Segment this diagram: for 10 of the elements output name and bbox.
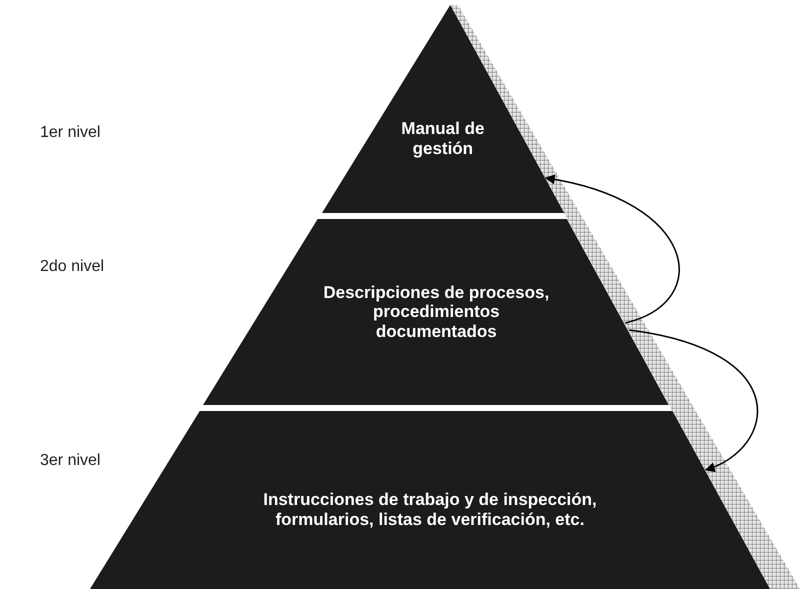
level-text: Manual de gestión [400,119,486,159]
curved-arrow [544,174,680,324]
level-label: 3er nivel [40,452,100,470]
level-label: 2do nivel [40,258,104,276]
level-text: Descripciones de procesos, procedimientos documentados [322,282,550,342]
level-text: Instrucciones de trabajo y de inspección, formularios, listas de verificación, etc. [262,490,598,530]
pyramid-level [322,5,564,213]
level-label: 1er nivel [40,124,100,142]
pyramid-level [203,219,670,405]
curved-arrow [628,329,758,472]
